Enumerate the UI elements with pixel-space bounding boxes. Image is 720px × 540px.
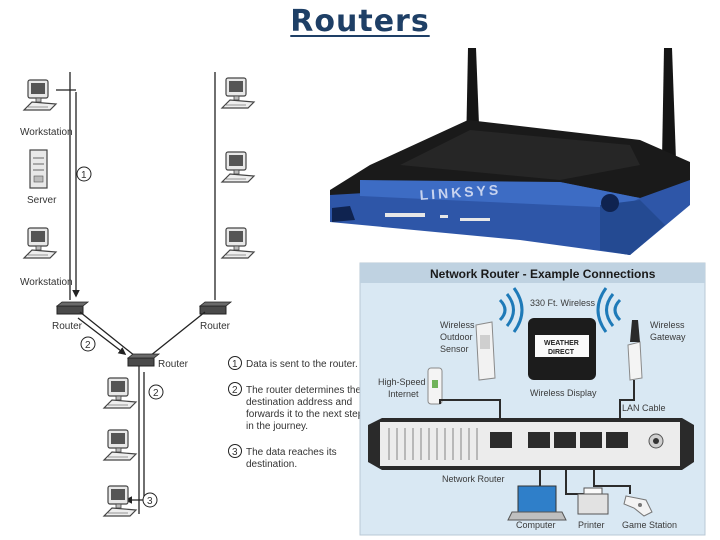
router-brand: LINKSYS (419, 181, 502, 203)
gateway-label-1: Wireless (650, 320, 685, 330)
routing-diagram: Workstation Server Workstation 1 Router … (20, 72, 364, 517)
workstation-icon-right-2 (221, 151, 255, 183)
svg-text:in the journey.: in the journey. (246, 421, 308, 432)
router-label-right: Router (200, 321, 231, 332)
svg-text:2: 2 (153, 388, 159, 399)
svg-text:The router determines the: The router determines the (246, 385, 361, 396)
router-label-left: Router (52, 321, 83, 332)
router-photo: LINKSYS (330, 48, 690, 255)
router-icon-left (56, 301, 89, 315)
router-label-center: Router (158, 359, 189, 370)
antenna-right (662, 48, 676, 160)
computer-icon (507, 485, 567, 521)
wireless-display-label: Wireless Display (530, 388, 597, 398)
connections-header: Network Router - Example Connections (430, 267, 656, 281)
network-router-icon (368, 418, 694, 470)
gateway-label-2: Gateway (650, 332, 686, 342)
svg-text:2: 2 (85, 340, 91, 351)
legend-item-1: 1 Data is sent to the router. (228, 356, 358, 370)
workstation-icon-mid (23, 227, 57, 259)
outdoor-sensor-icon (475, 321, 496, 381)
modem-icon (427, 367, 443, 405)
step-marker-2a: 2 (80, 336, 96, 352)
legend-item-2: 2 The router determines the destination … (228, 382, 364, 432)
legend-text-1: Data is sent to the router. (246, 359, 358, 370)
data-path-arrow-3 (124, 372, 145, 504)
network-router-label: Network Router (442, 474, 505, 484)
printer-label: Printer (578, 520, 605, 530)
router-icon-center (127, 353, 160, 367)
legend-item-3: 3 The data reaches its destination. (228, 444, 337, 470)
connections-diagram: Network Router - Example Connections 330… (359, 262, 706, 536)
workstation-icon-right-3 (221, 227, 255, 259)
printer-icon (577, 487, 609, 515)
weather-display-icon: WEATHER DIRECT (528, 318, 596, 380)
workstation-label-mid: Workstation (20, 277, 73, 288)
svg-text:3: 3 (232, 447, 238, 458)
outdoor-sensor-label-1: Wireless (440, 320, 475, 330)
svg-text:The data reaches its: The data reaches its (246, 447, 337, 458)
internet-label-2: Internet (388, 389, 419, 399)
svg-text:1: 1 (81, 170, 87, 181)
data-path-arrow-2 (77, 317, 127, 355)
workstation-label-top: Workstation (20, 127, 73, 138)
workstation-icon-bottom-2 (103, 429, 137, 461)
workstation-icon-bottom-3 (103, 485, 137, 517)
step-marker-1: 1 (76, 166, 92, 182)
svg-text:WEATHER: WEATHER (544, 340, 579, 347)
wifi-icon-left (498, 287, 524, 333)
lan-cable-label: LAN Cable (622, 403, 666, 413)
workstation-icon-top (23, 79, 57, 111)
svg-text:forwards it to the next step: forwards it to the next step (246, 409, 364, 420)
workstation-icon-bottom-1 (103, 377, 137, 409)
svg-text:3: 3 (147, 496, 153, 507)
page-title: Routers (290, 4, 430, 39)
svg-text:DIRECT: DIRECT (548, 349, 575, 356)
svg-text:destination.: destination. (246, 459, 297, 470)
server-label: Server (27, 195, 57, 206)
step-marker-3: 3 (142, 492, 158, 508)
svg-text:destination address and: destination address and (246, 397, 352, 408)
gateway-icon (627, 320, 643, 381)
svg-text:2: 2 (232, 385, 238, 396)
game-station-label: Game Station (622, 520, 677, 530)
computer-label: Computer (516, 520, 556, 530)
outdoor-sensor-label-2: Outdoor (440, 332, 473, 342)
workstation-icon-right-1 (221, 77, 255, 109)
server-icon (29, 149, 48, 189)
legend: 1 Data is sent to the router. 2 The rout… (228, 356, 364, 470)
game-controller-icon (623, 495, 653, 517)
svg-text:1: 1 (232, 359, 238, 370)
outdoor-sensor-label-3: Sensor (440, 344, 469, 354)
internet-label-1: High-Speed (378, 377, 426, 387)
step-marker-2b: 2 (148, 384, 164, 400)
wireless-range-label: 330 Ft. Wireless (530, 298, 596, 308)
wifi-icon-right (596, 287, 622, 333)
